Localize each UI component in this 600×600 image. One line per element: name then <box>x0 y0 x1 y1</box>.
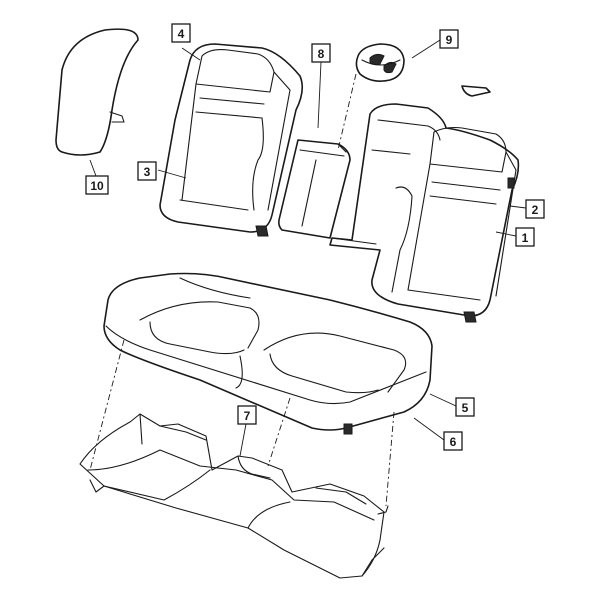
callout-10: 10 <box>85 175 109 195</box>
callout-6-label: 6 <box>450 435 457 449</box>
callout-3: 3 <box>137 161 157 181</box>
callout-10-label: 10 <box>90 179 104 193</box>
right-seatback-part <box>329 103 520 323</box>
callout-6: 6 <box>443 431 463 451</box>
callout-8-label: 8 <box>318 47 325 61</box>
clip-part <box>461 85 491 97</box>
callout-3-label: 3 <box>144 165 151 179</box>
armrest-part <box>55 28 139 156</box>
callout-1: 1 <box>515 227 535 247</box>
center-panel-part <box>278 139 351 239</box>
leader-lines <box>89 39 527 457</box>
assembly-lines <box>89 73 395 507</box>
callout-5-label: 5 <box>462 401 469 415</box>
seat-cushion-part <box>103 272 433 435</box>
headrest-part <box>355 43 405 82</box>
callout-2-label: 2 <box>532 203 539 217</box>
callout-9: 9 <box>439 29 459 49</box>
callout-9-label: 9 <box>446 33 453 47</box>
callout-4: 4 <box>171 23 191 43</box>
left-seatback-part <box>159 43 304 237</box>
callout-2: 2 <box>525 199 545 219</box>
callout-7-label: 7 <box>244 409 251 423</box>
callout-4-label: 4 <box>178 27 185 41</box>
callout-1-label: 1 <box>522 231 529 245</box>
seat-frame-part <box>79 413 389 579</box>
callout-8: 8 <box>311 43 331 63</box>
callout-7: 7 <box>237 405 257 425</box>
callout-5: 5 <box>455 397 475 417</box>
